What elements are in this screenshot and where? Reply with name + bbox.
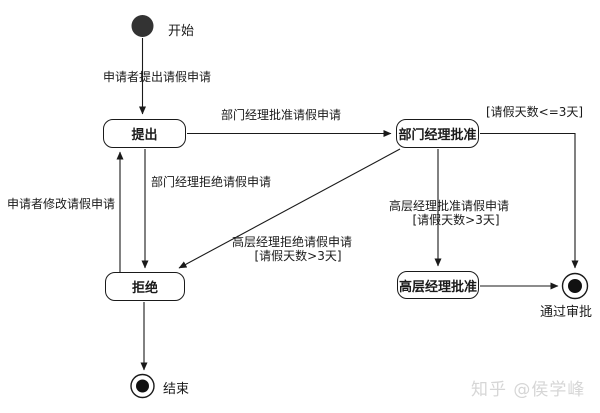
edge-dept-to-rejected (178, 148, 401, 269)
edge-label-dept-reject: 部门经理拒绝请假申请 (151, 175, 272, 189)
state-rejected: 拒绝 (105, 272, 185, 301)
edge-label-senior-approve-text: 高层经理批准请假申请 (389, 199, 510, 213)
edge-dept-to-passed (480, 132, 579, 269)
edge-label-modify: 申请者修改请假申请 (7, 197, 116, 211)
passed-node-label: 通过审批 (540, 305, 593, 320)
zhihu-watermark: 知乎 @侯学峰 (471, 380, 586, 400)
passed-final-node-icon (561, 272, 589, 300)
edge-label-apply: 申请者提出请假申请 (103, 70, 212, 84)
edge-label-senior-reject: 高层经理拒绝请假申请 [请假天数>3天] (232, 235, 352, 263)
end-final-node-icon (130, 373, 155, 399)
edge-label-guard-le3days: [请假天数<=3天] (486, 105, 584, 119)
edge-label-senior-approve-guard: [请假天数>3天] (412, 213, 500, 227)
state-senior-manager-approved: 高层经理批准 (397, 271, 479, 299)
edge-label-senior-reject-text: 高层经理拒绝请假申请 (232, 235, 353, 249)
state-dept-manager-approved: 部门经理批准 (396, 119, 479, 148)
edge-label-dept-approve: 部门经理批准请假申请 (221, 108, 342, 122)
end-node-label: 结束 (163, 382, 190, 397)
edge-label-senior-reject-guard: [请假天数>3天] (254, 249, 342, 263)
start-node-label: 开始 (168, 24, 195, 39)
edge-label-senior-approve: 高层经理批准请假申请 [请假天数>3天] (389, 199, 509, 227)
state-submitted: 提出 (103, 119, 186, 148)
start-node-icon (131, 15, 154, 37)
